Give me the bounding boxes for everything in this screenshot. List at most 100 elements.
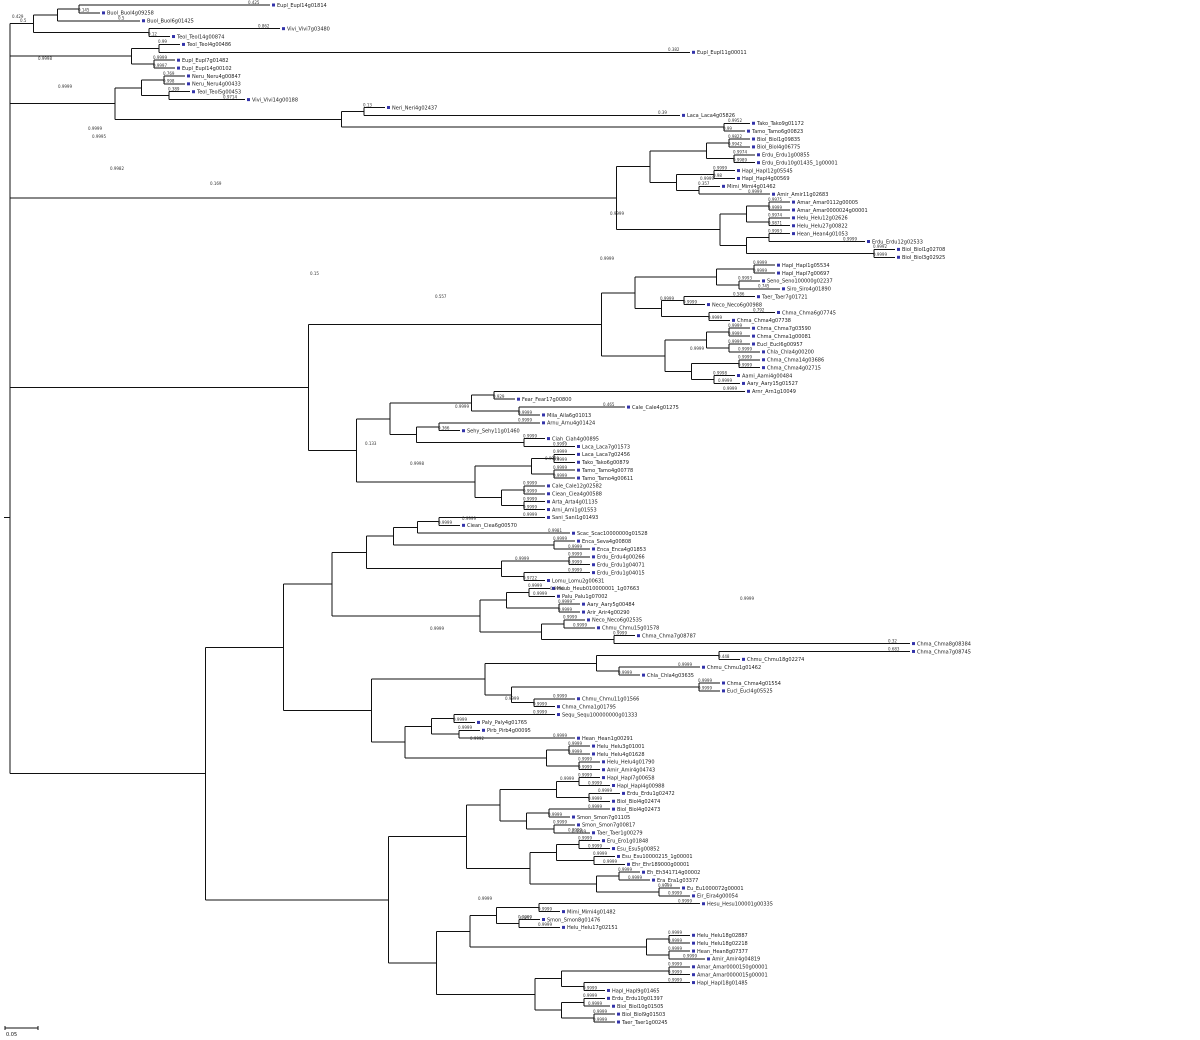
tip-marker-icon [752,137,755,141]
tip-marker-icon [722,681,725,685]
support-value: 0.9999 [553,536,567,541]
tip-marker-icon [602,776,605,780]
support-value: 0.9999 [668,946,682,951]
support-value: 0.9999 [568,560,582,565]
tip-label: Erdu_Erdu12g02533 [872,239,923,245]
tip-marker-icon [777,263,780,267]
support-value: 0.683 [888,646,900,651]
internal-support-value: 0.15 [310,271,319,276]
tip-marker-icon [547,508,550,512]
internal-support-value: 0.9999 [600,256,614,261]
internal-support-value: 0.9999 [430,626,444,631]
tip-label: Helu_Helu4g01628 [597,752,645,758]
tip-label: Biol_Biol4g02473 [617,807,660,813]
tip-marker-icon [692,949,695,953]
tip-marker-icon [462,429,465,433]
tip-label: Tamo_Tamo6g00823 [751,129,803,135]
tip-label: Biol_Biol3g02925 [902,255,945,261]
tip-label: Arnu_Arnu4g01424 [547,421,595,427]
support-value: 0.9999 [458,725,472,730]
tip-label: Biol_Biol4g02474 [617,799,660,805]
tip-marker-icon [577,736,580,740]
support-value: 0.357 [698,181,710,186]
tip-marker-icon [737,169,740,173]
tip-label: Mimi_Mimi4g01462 [727,184,776,190]
tip-marker-icon [517,397,520,401]
support-value: 0.9999 [573,623,587,628]
tip-marker-icon [177,58,180,62]
tip-label: Teol_Teol5g00453 [196,90,241,96]
tip-label: Chma_Chma7g08787 [642,633,696,639]
support-value: 0.32 [888,638,897,643]
internal-support-value: 0.9999 [455,404,469,409]
tip-label: Hapl_Hapl12g05545 [742,168,793,174]
tip-marker-icon [602,768,605,772]
internal-support-value: 0.9998 [410,461,424,466]
support-value: 0.9999 [558,607,572,612]
tip-label: Amir_Amir4g04743 [607,768,655,774]
support-value: 0.9999 [593,1017,607,1022]
tip-marker-icon [187,74,190,78]
support-value: 0.9999 [538,922,552,927]
tip-marker-icon [547,484,550,488]
tip-label: Neru_Neru4g00847 [192,74,241,80]
support-value: 0.792 [753,307,765,312]
tip-marker-icon [462,523,465,527]
support-value: 0.9981 [548,528,562,533]
tip-label: Sequ_Sequ100000000g01333 [562,712,637,718]
tip-label: Lomu_Lomu2g00631 [552,578,604,584]
tip-marker-icon [772,192,775,196]
tip-label: Seno_Seno100000g02237 [767,279,833,285]
support-value: 0.98 [713,173,722,178]
tip-marker-icon [792,208,795,212]
support-value: 0.9999 [558,599,572,604]
tip-label: Ciean_Ciea4g00588 [552,492,602,498]
tip-label: Eupl_Eupl14g01814 [277,3,327,9]
tip-marker-icon [102,11,105,15]
internal-support-value: 0.9992 [470,736,484,741]
support-value: 0.9999 [748,189,762,194]
support-value: 0.9999 [753,260,767,265]
tip-marker-icon [617,854,620,858]
tip-marker-icon [272,3,275,7]
tip-label: Erdu_Erdu10g01435_1g00001 [762,160,838,166]
tip-marker-icon [752,342,755,346]
tip-marker-icon [702,902,705,906]
support-value: 0.448 [718,654,730,659]
support-value: 0.9997 [153,63,167,68]
support-value: 0.9993 [768,228,782,233]
support-value: 0.9999 [453,717,467,722]
tip-label: Eru_Ero1g01848 [607,838,648,844]
support-value: 0.425 [248,0,260,5]
tip-label: Eh_Eh341714g00002 [647,870,700,876]
tip-marker-icon [602,760,605,764]
tip-marker-icon [592,571,595,575]
tip-label: Ciah_Ciah4g00895 [552,436,599,442]
tip-label: Hapl_Hapl9g01465 [612,988,660,994]
tip-marker-icon [617,1020,620,1024]
tip-marker-icon [542,918,545,922]
tip-label: Tako_Tako9g01172 [756,121,804,127]
support-value: 0.929 [493,394,505,399]
internal-support-value: 0.5 [20,18,27,23]
tip-label: Taer_Taer1g00245 [621,1020,668,1026]
internal-support-value: 0.557 [435,294,447,299]
tip-marker-icon [557,713,560,717]
tip-marker-icon [867,240,870,244]
tip-marker-icon [732,318,735,322]
support-value: 0.9999 [553,465,567,470]
support-value: 0.998 [163,79,175,84]
tip-marker-icon [482,728,485,732]
tip-label: Helu_Helu18g02887 [697,933,748,939]
tip-label: Enca_Seva4g00808 [582,539,631,545]
tip-label: Arir_Arir4g00290 [587,610,630,616]
internal-support-value: 0.133 [365,441,377,446]
tip-label: Pirb_Pirb4g00095 [487,728,531,734]
internal-support-value: 0.9999 [572,829,586,834]
support-value: 0.9974 [768,213,782,218]
support-value: 0.9999 [533,709,547,714]
support-value: 0.9993 [738,276,752,281]
tip-label: Amir_Amir4g04819 [712,957,760,963]
tip-marker-icon [612,807,615,811]
tip-label: Cale_Cale12g02582 [552,484,602,490]
